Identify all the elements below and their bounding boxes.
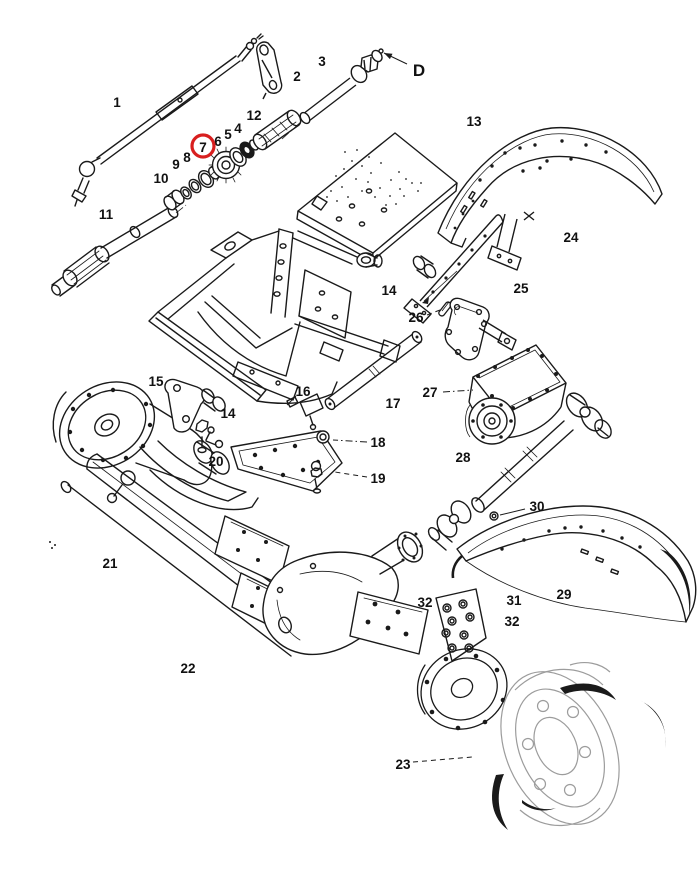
rear-axle-differential-assembly — [214, 515, 508, 731]
part-label-18: 18 — [370, 435, 386, 450]
wheel-shading-marks — [492, 683, 666, 830]
part-29-fender-rear — [451, 505, 697, 623]
plate-texture-dots — [326, 149, 422, 206]
part-label-10: 10 — [153, 171, 168, 186]
hub-drum — [416, 648, 508, 731]
part-label-1: 1 — [113, 95, 121, 110]
part-label-19: 19 — [370, 471, 385, 486]
part-label-4: 4 — [234, 121, 242, 136]
part-14-support-frame — [148, 228, 437, 405]
part-label-2: 2 — [293, 69, 301, 84]
part-label-14: 14 — [220, 406, 236, 421]
part-26-shim — [438, 301, 452, 317]
part-label-25: 25 — [513, 281, 529, 296]
part-label-13: 13 — [466, 114, 482, 129]
part-label-32: 32 — [417, 595, 432, 610]
part-label-29: 29 — [556, 587, 571, 602]
part-label-12: 12 — [246, 108, 261, 123]
bolt-cluster-32 — [441, 599, 475, 653]
part-label-7: 7 — [199, 140, 207, 155]
part-1-drag-link — [71, 33, 264, 207]
part-label-17: 17 — [385, 396, 400, 411]
part-label-6: 6 — [214, 134, 222, 149]
part-label-21: 21 — [102, 556, 118, 571]
part-3-shaft-and-D-coupling — [299, 48, 384, 125]
front-axle-and-hub-assembly — [49, 330, 423, 657]
leader-line-23 — [412, 756, 473, 763]
part-11-steering-shaft-stack — [51, 109, 302, 297]
part-label-3: 3 — [318, 54, 326, 69]
leader-arrow-D — [384, 53, 393, 60]
part-label-24: 24 — [563, 230, 579, 245]
part-2-link-plate — [255, 41, 283, 100]
part-label-22: 22 — [180, 661, 195, 676]
leader-line-19 — [334, 471, 368, 478]
wheel-rim-faint — [492, 662, 666, 830]
leader-line-27 — [442, 389, 474, 393]
part-label-23: 23 — [395, 757, 411, 772]
leader-line-18 — [332, 439, 368, 443]
part-24-fender-front — [437, 126, 663, 271]
part-13-floor-plate — [296, 132, 458, 262]
part-label-5: 5 — [224, 127, 232, 142]
part-label-16: 16 — [295, 384, 311, 399]
part-label-27: 27 — [422, 385, 437, 400]
part-label-31: 31 — [506, 593, 522, 608]
part-label-14: 14 — [381, 283, 397, 298]
part-label-30: 30 — [529, 499, 544, 514]
part-label-20: 20 — [208, 454, 223, 469]
part-25-fender-bracket — [403, 214, 504, 324]
leader-line-26 — [426, 309, 441, 316]
part-label-32: 32 — [504, 614, 519, 629]
leader-line-30 — [499, 508, 526, 516]
part-label-D: D — [413, 61, 425, 80]
part-label-15: 15 — [148, 374, 164, 389]
part-label-26: 26 — [408, 310, 424, 325]
part-label-11: 11 — [99, 207, 114, 222]
drive-shaft-universal-joints — [427, 392, 612, 551]
leader-line-16 — [286, 395, 297, 406]
part-label-9: 9 — [172, 157, 180, 172]
highlight-circle-part-7 — [190, 133, 216, 159]
part-27-28-steering-gearbox — [444, 297, 567, 445]
part-label-28: 28 — [455, 450, 471, 465]
part-label-8: 8 — [183, 150, 191, 165]
part-30-pin — [489, 511, 499, 521]
